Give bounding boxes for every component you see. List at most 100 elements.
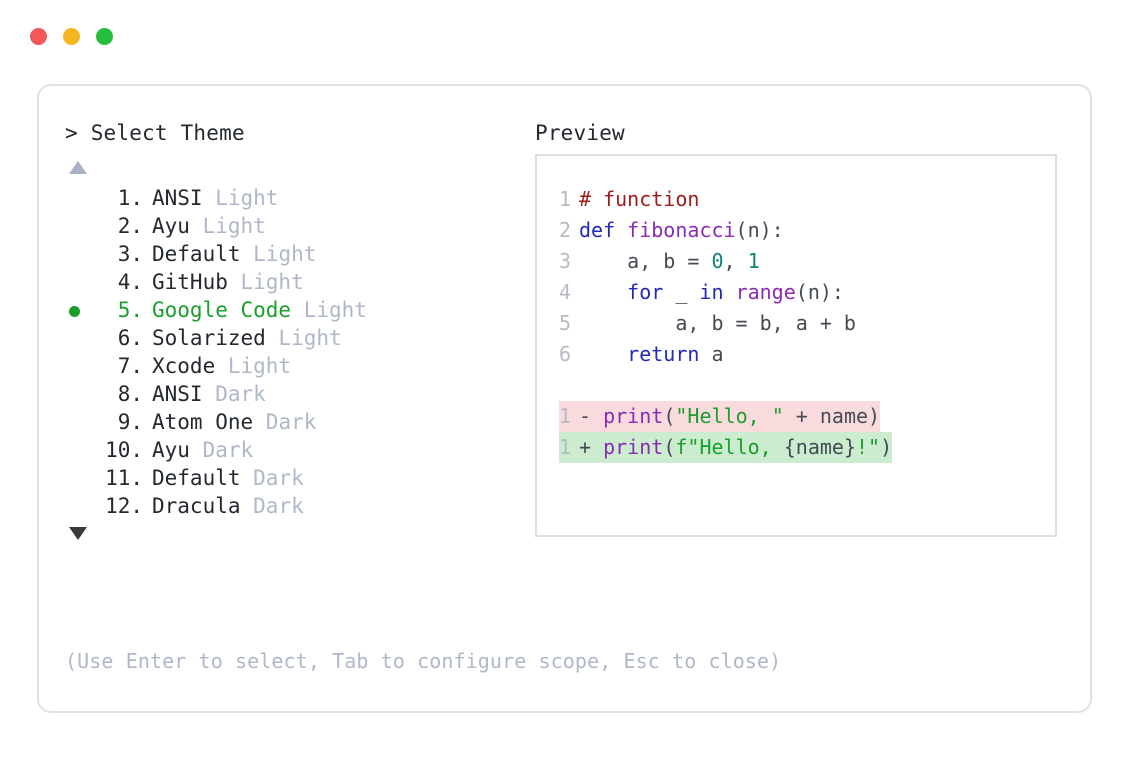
code-diff: 1- print("Hello, " + name)1+ print(f"Hel… bbox=[537, 401, 1055, 463]
diff-lines: 1- print("Hello, " + name)1+ print(f"Hel… bbox=[537, 401, 1055, 463]
theme-list-item[interactable]: 11.Default Dark bbox=[65, 464, 535, 492]
theme-index: 6. bbox=[117, 326, 143, 350]
theme-index: 3. bbox=[117, 242, 143, 266]
theme-index: 1. bbox=[117, 186, 143, 210]
code-token-plain: a bbox=[699, 342, 724, 366]
theme-name: Default Light bbox=[152, 242, 317, 266]
bullet-placeholder-icon bbox=[69, 390, 80, 401]
theme-list-item[interactable]: 2.Ayu Light bbox=[65, 212, 535, 240]
code-token-str: f"Hello, bbox=[675, 435, 784, 459]
code-token-num: 1 bbox=[747, 249, 760, 273]
bullet-placeholder-icon bbox=[69, 418, 80, 429]
code-token-plain: {name} bbox=[783, 435, 856, 459]
theme-name: Default Dark bbox=[152, 466, 304, 490]
diff-sign: - bbox=[579, 404, 604, 428]
theme-variant: Dark bbox=[240, 466, 304, 490]
theme-index: 5. bbox=[117, 298, 143, 322]
theme-variant: Dark bbox=[189, 438, 254, 462]
line-number: 4 bbox=[559, 280, 572, 304]
page-title bbox=[78, 121, 91, 145]
window-titlebar bbox=[0, 0, 1129, 72]
diff-line-text: print("Hello, " + name) bbox=[603, 401, 880, 432]
code-token-plain: a, b = b, a + b bbox=[579, 311, 856, 335]
selection-bullet-cell bbox=[65, 186, 95, 214]
theme-variant: Light bbox=[227, 270, 304, 294]
theme-variant: Dark bbox=[240, 494, 304, 518]
prompt-title: Select Theme bbox=[90, 121, 245, 145]
code-spacer bbox=[537, 370, 1055, 401]
theme-list-item[interactable]: 6. Solarized Light bbox=[65, 324, 535, 352]
theme-variant: Light bbox=[265, 326, 342, 350]
theme-index: 10. bbox=[105, 438, 143, 462]
code-line-text: for _ in range(n): bbox=[579, 277, 844, 308]
theme-name: ANSI Dark bbox=[152, 382, 266, 406]
selection-bullet-cell bbox=[65, 242, 95, 270]
diff-line-deleted: 1- print("Hello, " + name) bbox=[559, 401, 881, 432]
theme-variant: Light bbox=[215, 354, 292, 378]
code-token-kw: return bbox=[627, 342, 700, 366]
code-token-str: !" bbox=[855, 435, 881, 459]
minimize-window-icon[interactable] bbox=[63, 27, 80, 45]
theme-name: Google Code Light bbox=[152, 298, 367, 322]
code-token-fn: range bbox=[735, 280, 796, 304]
theme-index: 8. bbox=[117, 382, 143, 406]
bullet-placeholder-icon bbox=[69, 194, 80, 205]
theme-list-item[interactable]: 12.Dracula Dark bbox=[65, 492, 535, 520]
diff-line-text: print(f"Hello, {name}!") bbox=[603, 432, 892, 463]
code-line: 1# function bbox=[559, 184, 1055, 215]
theme-name: Ayu Light bbox=[152, 214, 266, 238]
scroll-up-row[interactable] bbox=[65, 154, 535, 180]
theme-index: 4. bbox=[117, 270, 143, 294]
code-token-plain bbox=[579, 280, 627, 304]
selection-bullet-cell bbox=[65, 214, 95, 242]
theme-name: Dracula Dark bbox=[152, 494, 304, 518]
scroll-down-row[interactable] bbox=[65, 520, 535, 546]
code-token-kw: for bbox=[627, 280, 664, 304]
preview-heading: Preview bbox=[535, 121, 625, 145]
line-number: 2 bbox=[559, 218, 572, 242]
code-token-plain: _ bbox=[663, 280, 700, 304]
bullet-placeholder-icon bbox=[69, 502, 80, 513]
selection-bullet-cell bbox=[65, 466, 95, 494]
selection-bullet-cell bbox=[65, 410, 95, 438]
theme-list-item[interactable]: 5. Google Code Light bbox=[65, 296, 535, 324]
code-token-punct: ( bbox=[663, 404, 676, 428]
code-token-punct: ) bbox=[880, 435, 893, 459]
line-number: 6 bbox=[559, 342, 572, 366]
theme-list-item[interactable]: 1.ANSI Light bbox=[65, 184, 535, 212]
code-token-plain bbox=[724, 280, 736, 304]
window-traffic-lights bbox=[30, 27, 113, 45]
close-window-icon[interactable] bbox=[30, 27, 47, 45]
theme-list-item[interactable]: 7.Xcode Light bbox=[65, 352, 535, 380]
theme-variant: Dark bbox=[253, 410, 317, 434]
code-token-punct: (n): bbox=[795, 280, 844, 304]
code-line-text: a, b = b, a + b bbox=[579, 308, 856, 339]
theme-list-item[interactable]: 4. GitHub Light bbox=[65, 268, 535, 296]
maximize-window-icon[interactable] bbox=[96, 27, 113, 45]
code-line: 2 def fibonacci(n): bbox=[559, 215, 1055, 246]
code-token-plain: , bbox=[723, 249, 748, 273]
prompt-caret-icon: > bbox=[65, 121, 78, 145]
diff-line-number: 1 bbox=[559, 404, 572, 428]
code-line-text: a, b = 0, 1 bbox=[579, 246, 760, 277]
code-token-kw: in bbox=[699, 280, 724, 304]
theme-list-item[interactable]: 8. ANSI Dark bbox=[65, 380, 535, 408]
theme-list-item[interactable]: 10.Ayu Dark bbox=[65, 436, 535, 464]
theme-list-item[interactable]: 9.Atom One Dark bbox=[65, 408, 535, 436]
selection-bullet-cell bbox=[65, 298, 95, 326]
code-token-fn: print bbox=[603, 435, 664, 459]
theme-name: GitHub Light bbox=[152, 270, 304, 294]
code-line-text: def fibonacci(n): bbox=[579, 215, 784, 246]
theme-name: Solarized Light bbox=[152, 326, 342, 350]
scroll-down-arrow-icon[interactable] bbox=[69, 526, 87, 540]
theme-variant: Light bbox=[240, 242, 317, 266]
code-token-comment: # function bbox=[579, 187, 700, 211]
code-token-plain bbox=[579, 342, 627, 366]
scroll-up-arrow-icon[interactable] bbox=[69, 160, 87, 174]
theme-list-item[interactable]: 3. Default Light bbox=[65, 240, 535, 268]
